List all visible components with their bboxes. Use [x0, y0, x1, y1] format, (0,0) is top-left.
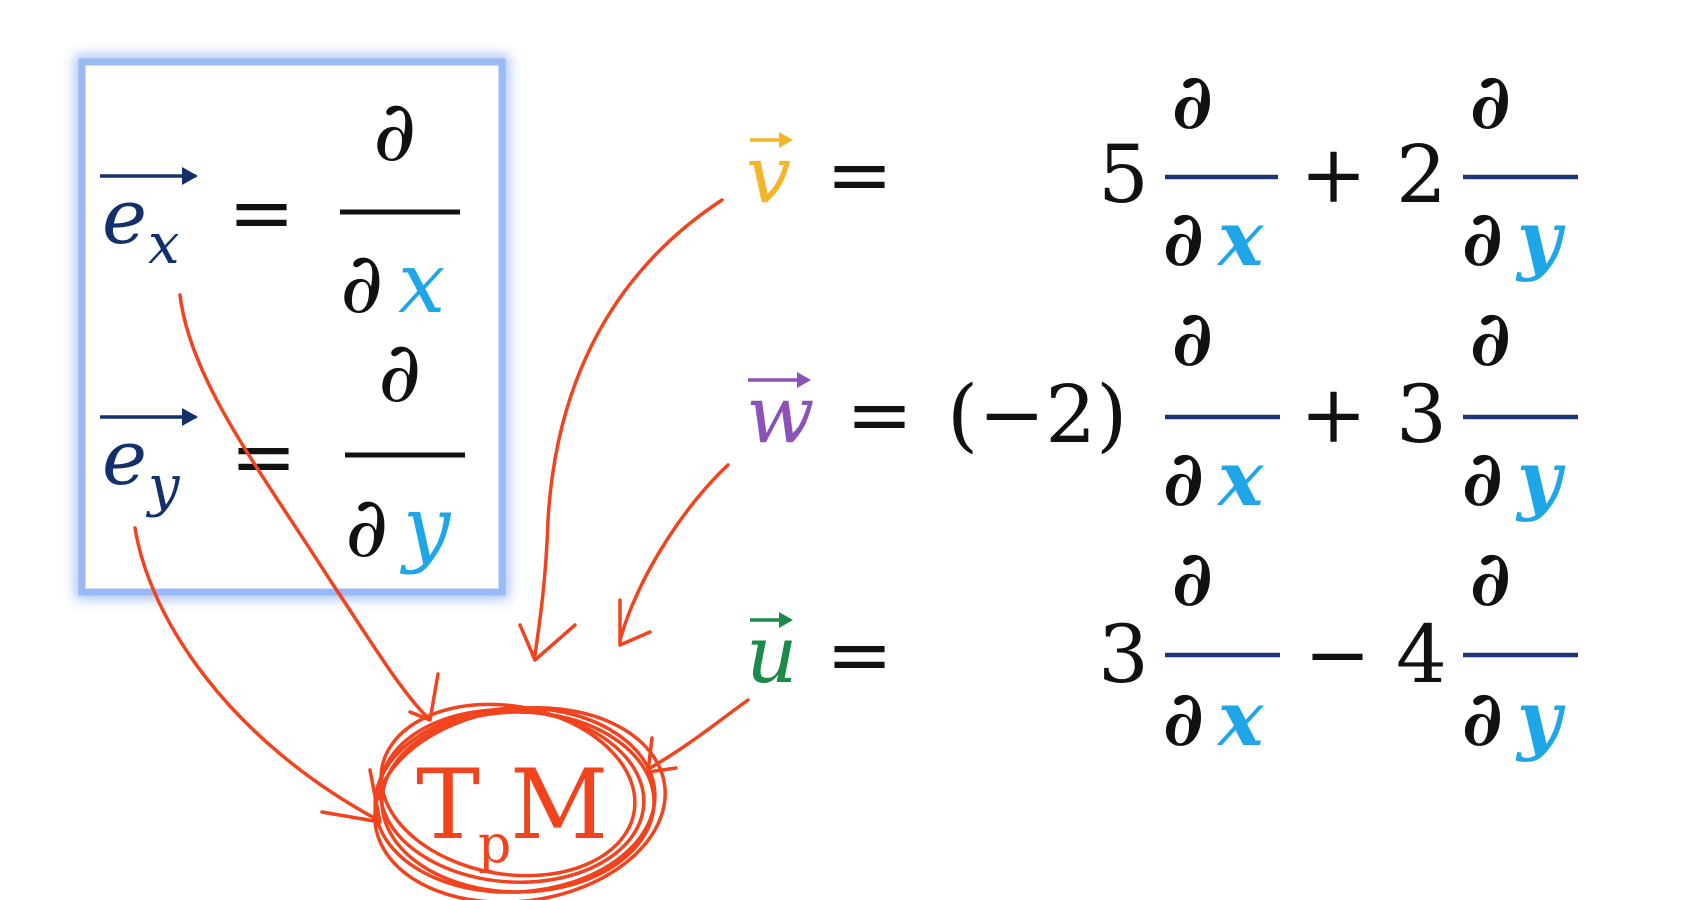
- equation-v-num-1: ∂: [1172, 57, 1213, 146]
- basis-ey-subscript: y: [145, 454, 181, 519]
- tpm-label: T p M: [416, 749, 608, 875]
- equation-u-den-y: y: [1515, 674, 1566, 763]
- vector-u-label: u: [746, 608, 798, 701]
- vector-arrow-icon: [797, 372, 811, 388]
- equation-u-den-d-2: ∂: [1462, 674, 1503, 763]
- equation-v-den-d-1: ∂: [1163, 194, 1204, 283]
- equation-u: u = 3 ∂ ∂ x − 4 ∂ ∂ y: [746, 534, 1578, 763]
- tpm-T: T: [416, 749, 480, 861]
- equation-u-den-x: x: [1216, 674, 1265, 763]
- equation-v-coef-2: 2: [1396, 128, 1447, 221]
- basis-ey-equals: =: [230, 410, 297, 503]
- basis-ex-subscript: x: [148, 212, 180, 277]
- equation-u-operator: −: [1304, 608, 1371, 701]
- arrowhead-icon: [320, 768, 382, 824]
- basis-ey-base: e: [102, 413, 147, 502]
- vector-arrow-icon: [779, 612, 793, 628]
- arrow-w-to-tpm: [618, 463, 730, 642]
- equation-u-num-1: ∂: [1172, 534, 1213, 623]
- equation-v-den-x: x: [1216, 194, 1265, 283]
- equation-v-operator: +: [1300, 128, 1367, 221]
- vector-v-label: v: [746, 128, 791, 221]
- basis-ex-base: e: [102, 172, 147, 261]
- basis-ex-denominator-x: x: [398, 234, 445, 332]
- tpm-p: p: [478, 815, 511, 875]
- arrowhead-icon: [518, 623, 577, 662]
- equation-w-num-2: ∂: [1470, 294, 1511, 383]
- basis-ex-equation: e x = ∂ ∂ x: [100, 82, 460, 332]
- equation-u-equals: =: [826, 608, 893, 701]
- equation-v: v = 5 ∂ ∂ x + 2 ∂ ∂ y: [746, 57, 1578, 283]
- equation-v-equals: =: [826, 128, 893, 221]
- basis-ey-numerator: ∂: [378, 323, 421, 421]
- equation-v-den-y: y: [1515, 194, 1566, 283]
- annotation-strokes: [133, 198, 750, 900]
- basis-ey-denominator-d: ∂: [345, 478, 388, 576]
- vector-arrow-icon: [182, 408, 198, 426]
- equation-w-operator: +: [1300, 368, 1367, 461]
- basis-ey-denominator-y: y: [399, 478, 452, 576]
- vector-w-label: w: [746, 368, 814, 461]
- basis-ex-equals: =: [228, 166, 295, 259]
- equation-w-den-y: y: [1515, 434, 1566, 523]
- vector-arrow-icon: [182, 167, 198, 185]
- vector-arrow-icon: [779, 132, 793, 148]
- basis-box: [75, 55, 509, 599]
- basis-ex-denominator-d: ∂: [340, 234, 383, 332]
- arrow-v-to-tpm: [533, 198, 724, 657]
- arrow-ey-to-tpm: [133, 526, 380, 822]
- arrowhead-icon: [618, 598, 652, 647]
- basis-ex-numerator: ∂: [373, 82, 416, 180]
- equation-w-num-1: ∂: [1172, 294, 1213, 383]
- basis-ey-equation: e y = ∂ ∂ y: [100, 323, 465, 576]
- equation-w-den-x: x: [1216, 434, 1265, 523]
- equation-u-num-2: ∂: [1470, 534, 1511, 623]
- equation-w: w = (−2) ∂ ∂ x + 3 ∂ ∂ y: [746, 294, 1578, 523]
- tpm-M: M: [510, 749, 608, 861]
- equation-w-den-d-1: ∂: [1163, 434, 1204, 523]
- equation-w-equals: =: [846, 368, 913, 461]
- equation-v-den-d-2: ∂: [1462, 194, 1503, 283]
- arrow-ex-to-tpm: [178, 293, 430, 720]
- equation-w-coef-2: 3: [1396, 368, 1447, 461]
- equation-w-coef-1: (−2): [947, 368, 1127, 461]
- arrowhead-icon: [408, 672, 440, 722]
- arrow-u-to-tpm: [648, 698, 750, 770]
- equation-u-den-d-1: ∂: [1163, 674, 1204, 763]
- equation-u-coef-1: 3: [1098, 608, 1149, 701]
- equation-w-den-d-2: ∂: [1462, 434, 1503, 523]
- equation-u-coef-2: 4: [1396, 608, 1447, 701]
- equation-v-coef-1: 5: [1098, 128, 1149, 221]
- equation-v-num-2: ∂: [1470, 57, 1511, 146]
